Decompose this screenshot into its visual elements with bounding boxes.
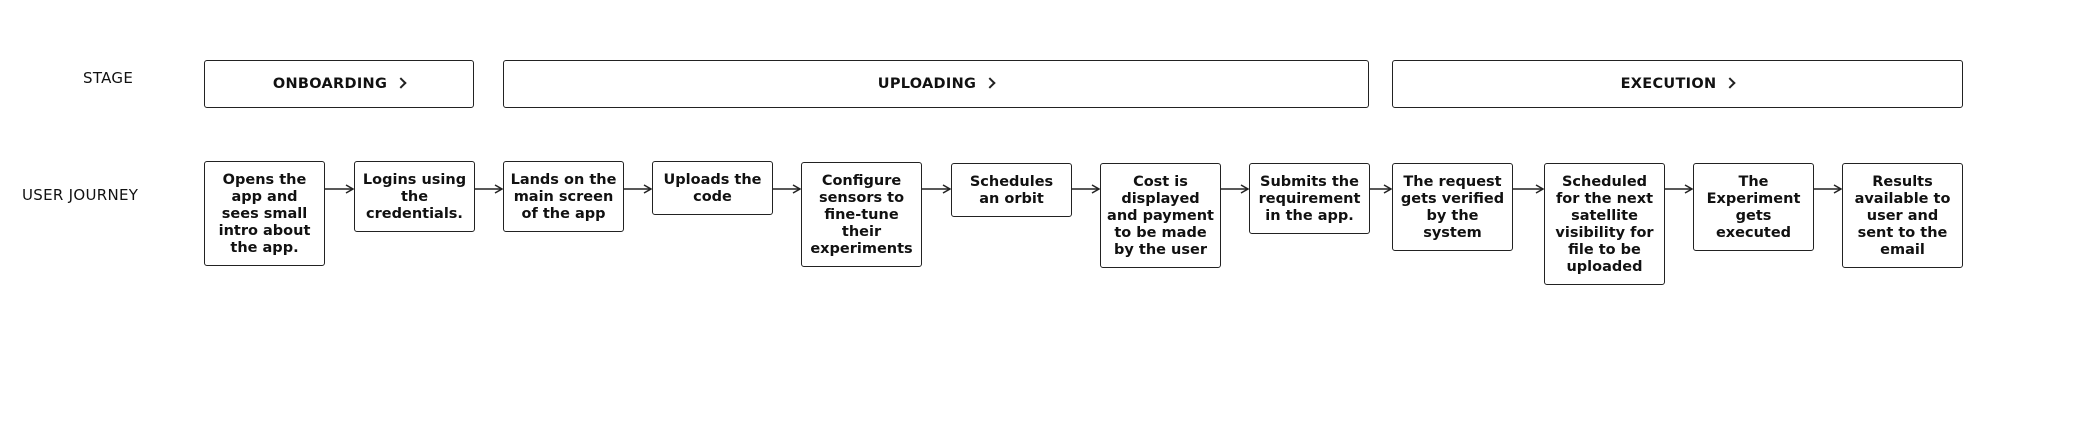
stage-uploading[interactable]: UPLOADING	[503, 60, 1369, 108]
stage-execution-label: EXECUTION	[1620, 76, 1717, 92]
journey-step-11[interactable]: The Experiment gets executed	[1693, 163, 1814, 251]
chevron-right-icon	[1724, 77, 1737, 89]
journey-step-12[interactable]: Results available to user and sent to th…	[1842, 163, 1963, 268]
stage-row-label: STAGE	[83, 69, 134, 87]
stage-execution[interactable]: EXECUTION	[1392, 60, 1963, 108]
chevron-right-icon	[984, 77, 996, 89]
stage-onboarding[interactable]: ONBOARDING	[204, 60, 474, 108]
journey-step-10[interactable]: Scheduled for the next satellite visibil…	[1544, 163, 1665, 285]
journey-step-5[interactable]: Configure sensors to fine-tune their exp…	[801, 162, 922, 267]
user-journey-row-label: USER JOURNEY	[22, 186, 139, 204]
stage-onboarding-label: ONBOARDING	[272, 76, 388, 92]
journey-step-4[interactable]: Uploads the code	[652, 161, 773, 215]
journey-step-3[interactable]: Lands on the main screen of the app	[503, 161, 624, 232]
chevron-right-icon	[395, 77, 407, 89]
journey-step-8[interactable]: Submits the requirement in the app.	[1249, 163, 1370, 234]
stage-uploading-label: UPLOADING	[877, 76, 977, 92]
journey-step-2[interactable]: Logins using the credentials.	[354, 161, 475, 232]
journey-step-9[interactable]: The request gets verified by the system	[1392, 163, 1513, 251]
journey-step-7[interactable]: Cost is displayed and payment to be made…	[1100, 163, 1221, 268]
journey-step-1[interactable]: Opens the app and sees small intro about…	[204, 161, 325, 266]
journey-step-6[interactable]: Schedules an orbit	[951, 163, 1072, 217]
